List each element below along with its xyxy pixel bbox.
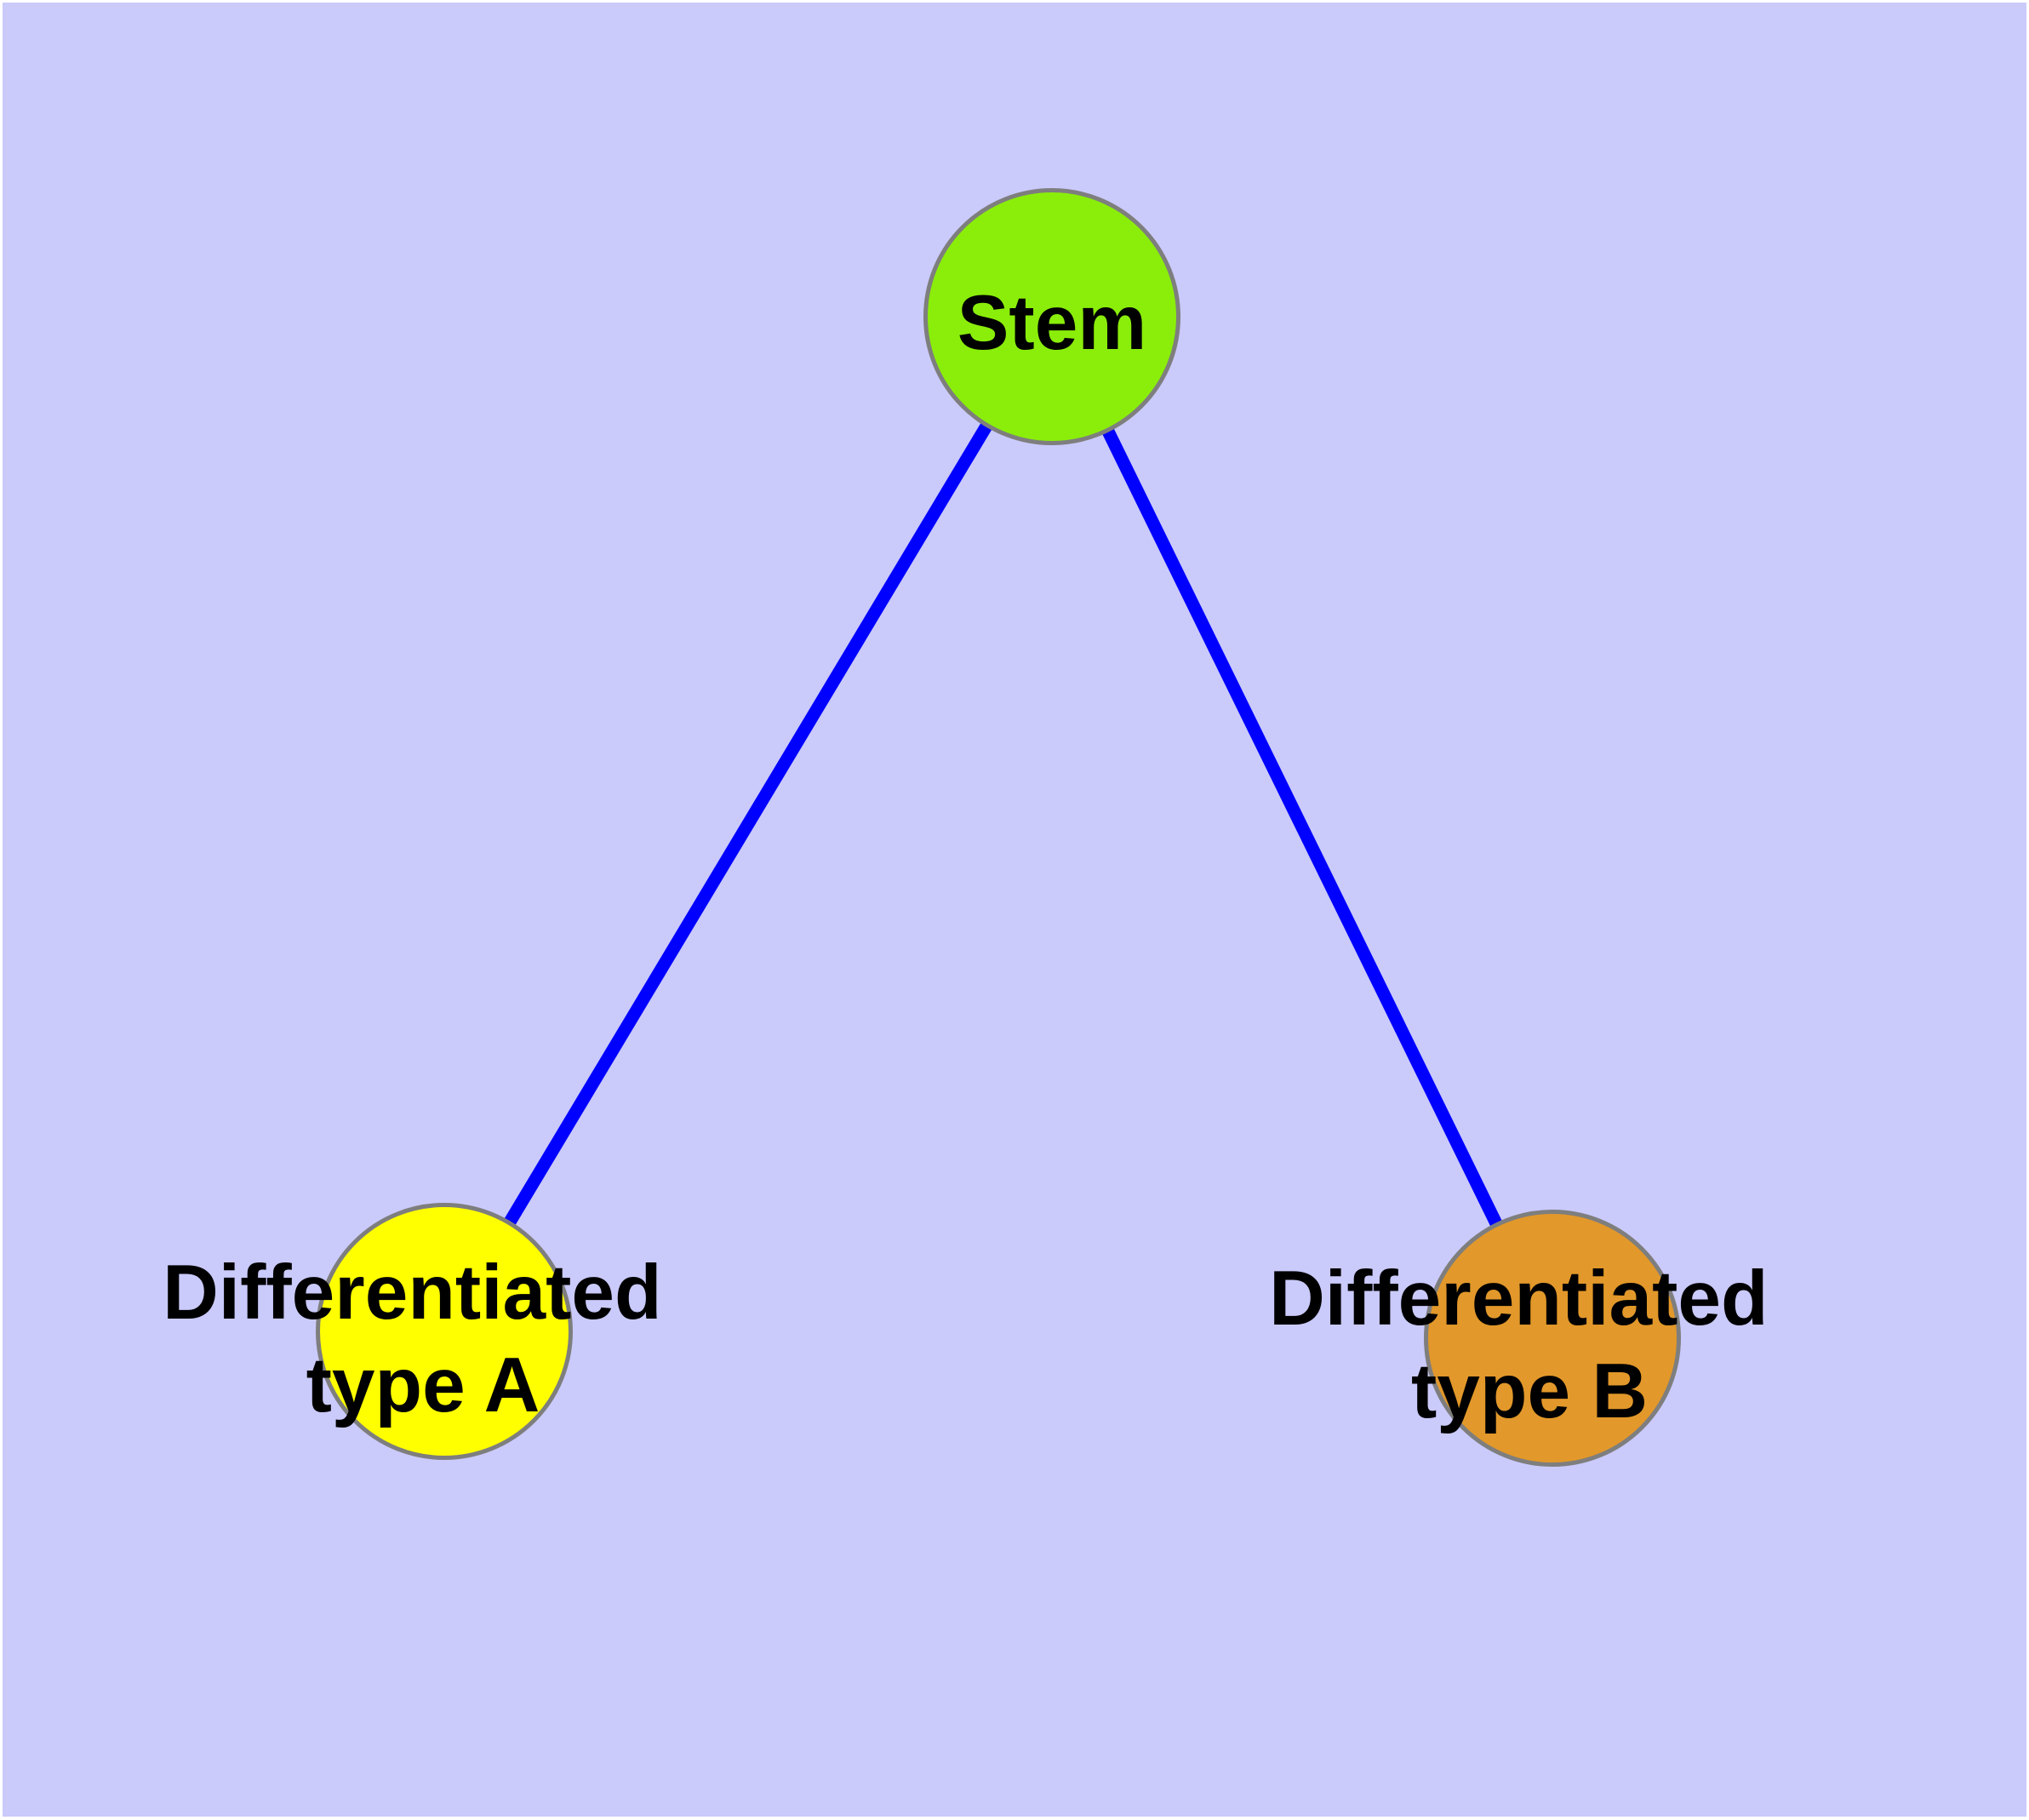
edge-stem-to-type-b bbox=[1046, 313, 1558, 1342]
type-a-node-label: Differentiated type A bbox=[163, 1250, 683, 1428]
type-b-label-line-2: type B bbox=[1411, 1348, 1648, 1434]
type-b-node bbox=[1424, 1210, 1681, 1467]
type-b-label-line-1: Differentiated bbox=[1269, 1256, 1769, 1342]
stem-node bbox=[923, 188, 1180, 445]
type-a-label-line-2: type A bbox=[306, 1342, 540, 1428]
type-b-node-label: Differentiated type B bbox=[1269, 1256, 1790, 1434]
edge-stem-to-type-a bbox=[438, 313, 1058, 1335]
type-a-node bbox=[316, 1203, 573, 1460]
type-a-label-line-1: Differentiated bbox=[163, 1250, 662, 1336]
stem-node-label: Stem bbox=[957, 280, 1147, 366]
